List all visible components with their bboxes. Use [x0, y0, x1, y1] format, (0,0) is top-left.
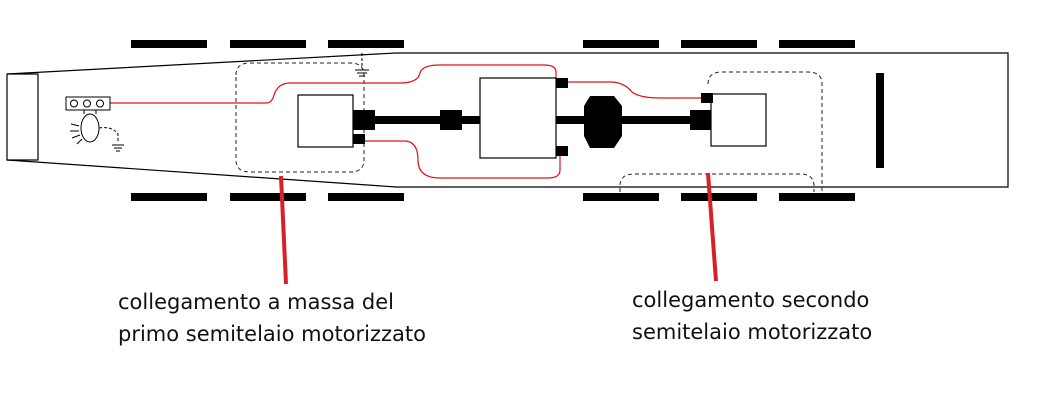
gearbox-terminal-bottom [556, 146, 568, 156]
dashed-subframe-1 [235, 62, 365, 173]
caption-first-subframe: collegamento a massa del primo semitelai… [118, 286, 426, 350]
shaft-2-joint [690, 110, 712, 130]
wiring [110, 64, 706, 179]
dashed-subframe-2 [619, 71, 823, 192]
gearbox-terminal-top [556, 78, 568, 88]
flywheel [584, 96, 622, 148]
motor-1 [297, 94, 354, 148]
shaft-2 [556, 116, 711, 124]
wheel-bars-bottom [131, 193, 855, 201]
connector-plug [65, 96, 111, 111]
gearbox [479, 77, 557, 159]
ground-symbol [355, 53, 369, 77]
caption-second-line1: collegamento secondo [632, 288, 870, 312]
caption-second-subframe: collegamento secondo semitelaio motorizz… [632, 284, 872, 348]
motor-1-terminal [353, 134, 365, 144]
chassis-body [6, 52, 1009, 188]
wheel-bars-top [131, 40, 855, 48]
motor-1-coupling [353, 110, 375, 130]
motor-2 [710, 93, 767, 147]
motor-2-terminal [701, 93, 713, 103]
pointer-line-2 [706, 172, 718, 282]
shaft-1 [375, 116, 480, 124]
caption-second-line2: semitelaio motorizzato [632, 320, 873, 344]
chassis-nose [6, 73, 39, 161]
caption-first-line1: collegamento a massa del [118, 290, 395, 314]
shaft-1-joint [440, 110, 462, 130]
caption-first-line2: primo semitelaio motorizzato [118, 322, 426, 346]
pointer-line-1 [279, 175, 288, 285]
rear-bar [876, 73, 884, 168]
lamp-sketch [70, 110, 124, 152]
